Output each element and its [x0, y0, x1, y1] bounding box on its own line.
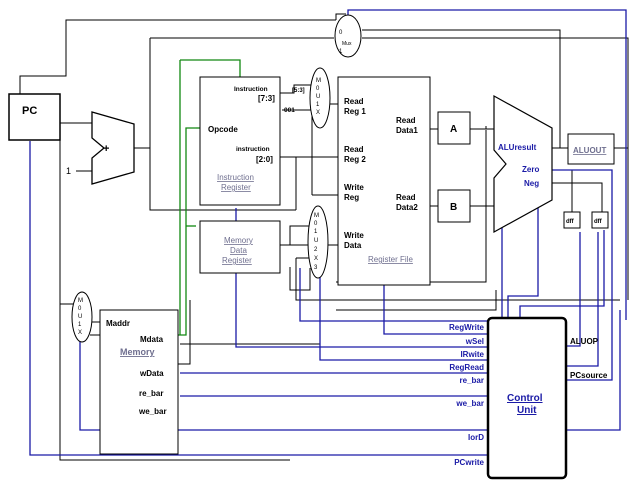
control-title-2: Unit: [517, 405, 537, 416]
register-b: B: [437, 189, 471, 223]
aluout-label: ALUOUT: [573, 146, 606, 155]
alu-out-register: ALUOUT: [567, 133, 615, 165]
maddr-label: Maddr: [106, 319, 130, 328]
pc-label: PC: [22, 105, 37, 117]
dff-zero: dff: [563, 211, 581, 229]
dff-neg: dff: [591, 211, 609, 229]
read-data2-a: Read: [396, 193, 416, 202]
signal-we-bar: we_bar: [455, 399, 484, 408]
mux-reg-m: M: [316, 78, 321, 84]
mux-data-u: U: [314, 238, 318, 244]
control-wires: [29, 9, 627, 456]
control-title-1: Control: [507, 393, 543, 404]
alu: ALUresult Zero Neg: [493, 94, 553, 234]
wdata-label: wData: [139, 369, 164, 378]
pc-register: PC: [8, 93, 61, 141]
register-a: A: [437, 111, 471, 145]
address-mux: M 0 U 1 X: [71, 291, 93, 343]
mux-data-in1: 1: [314, 229, 318, 235]
read-reg2-a: Read: [344, 145, 364, 154]
read-reg-mux: M 0 U 1 X [5:3] 001: [284, 67, 331, 129]
ir-title-1: Instruction: [217, 173, 254, 182]
register-b-label: B: [450, 202, 457, 213]
signal-aluop: ALUOP: [570, 337, 599, 346]
mux-reg-in0: 0: [316, 86, 320, 92]
memory-data-register: Memory Data Register: [199, 220, 281, 274]
memory-title: Memory: [120, 347, 155, 357]
memory-unit: Maddr Mdata Memory wData re_bar we_bar: [99, 309, 179, 455]
mux-addr-u: U: [78, 314, 82, 320]
write-data-a: Write: [344, 231, 364, 240]
pc-adder: + 1: [66, 111, 135, 185]
control-signal-labels: RegWrite wSel IRwite RegRead re_bar we_b…: [449, 323, 485, 467]
mdata-label: Mdata: [140, 335, 164, 344]
mux-reg-u: U: [316, 94, 320, 100]
mux-reg-in1: 1: [316, 102, 320, 108]
read-reg2-b: Reg 2: [344, 155, 366, 164]
dff-neg-label: dff: [594, 219, 603, 225]
alu-neg-label: Neg: [524, 179, 539, 188]
write-reg-a: Write: [344, 183, 364, 192]
mux-top-in0: 0: [339, 30, 343, 36]
instruction-register: Instruction [7:3] Opcode instruction [2:…: [199, 76, 281, 206]
signal-iord: IorD: [468, 433, 484, 442]
mdr-title-3: Register: [222, 256, 252, 265]
read-data1-a: Read: [396, 116, 416, 125]
signal-pcsource: PCsource: [570, 371, 608, 380]
instr-hi-label: Instruction: [234, 86, 268, 93]
mux-reg-x: X: [316, 110, 320, 116]
signal-irwite: IRwite: [460, 350, 484, 359]
mux-data-x: X: [314, 256, 318, 262]
dff-zero-label: dff: [566, 219, 575, 225]
read-data2-b: Data2: [396, 203, 418, 212]
reg-file-title: Register File: [368, 255, 413, 264]
instr-lo-bits: [2:0]: [256, 155, 273, 164]
ir-title-2: Register: [221, 183, 251, 192]
adder-plus: +: [103, 143, 109, 155]
read-reg1-b: Reg 1: [344, 107, 366, 116]
mdr-title-1: Memory: [224, 236, 253, 245]
mdr-title-2: Data: [230, 246, 247, 255]
mux-addr-x: X: [78, 330, 82, 336]
write-data-mux: M 0 1 U 2 X 3: [307, 205, 329, 279]
control-unit: Control Unit: [486, 316, 568, 480]
read-data1-b: Data1: [396, 126, 418, 135]
signal-wsel: wSel: [465, 337, 484, 346]
alu-zero-label: Zero: [522, 165, 539, 174]
mux-addr-in1: 1: [78, 322, 82, 328]
re-bar-label: re_bar: [139, 389, 163, 398]
mux-data-in2: 2: [314, 247, 318, 253]
pc-source-mux: 0 Mux 1: [334, 14, 362, 58]
mux-top-label: Mux: [342, 41, 352, 47]
signal-regread: RegRead: [449, 363, 484, 372]
mux-reg-bits: [5:3]: [292, 88, 305, 94]
mux-addr-in0: 0: [78, 306, 82, 312]
signal-re-bar: re_bar: [460, 376, 484, 385]
opcode-label: Opcode: [208, 125, 238, 134]
register-a-label: A: [450, 124, 457, 135]
adder-const: 1: [66, 166, 71, 176]
signal-regwrite: RegWrite: [449, 323, 485, 332]
read-reg1-a: Read: [344, 97, 364, 106]
mux-reg-const: 001: [284, 107, 295, 114]
write-data-b: Data: [344, 241, 362, 250]
signal-pcwrite: PCwrite: [454, 458, 484, 467]
instr-lo-label: instruction: [236, 146, 270, 153]
alu-result-label: ALUresult: [498, 143, 537, 152]
mux-top-in1: 1: [339, 49, 343, 55]
mux-data-in3: 3: [314, 265, 318, 271]
mux-data-in0: 0: [314, 221, 318, 227]
mux-data-m: M: [314, 213, 319, 219]
write-reg-b: Reg: [344, 193, 359, 202]
mux-addr-m: M: [78, 298, 83, 304]
register-file: Read Reg 1 Read Reg 2 Write Reg Write Da…: [337, 76, 431, 286]
we-bar-label: we_bar: [138, 407, 167, 416]
ir-load-path: [178, 59, 241, 336]
instr-hi-bits: [7:3]: [258, 94, 275, 103]
